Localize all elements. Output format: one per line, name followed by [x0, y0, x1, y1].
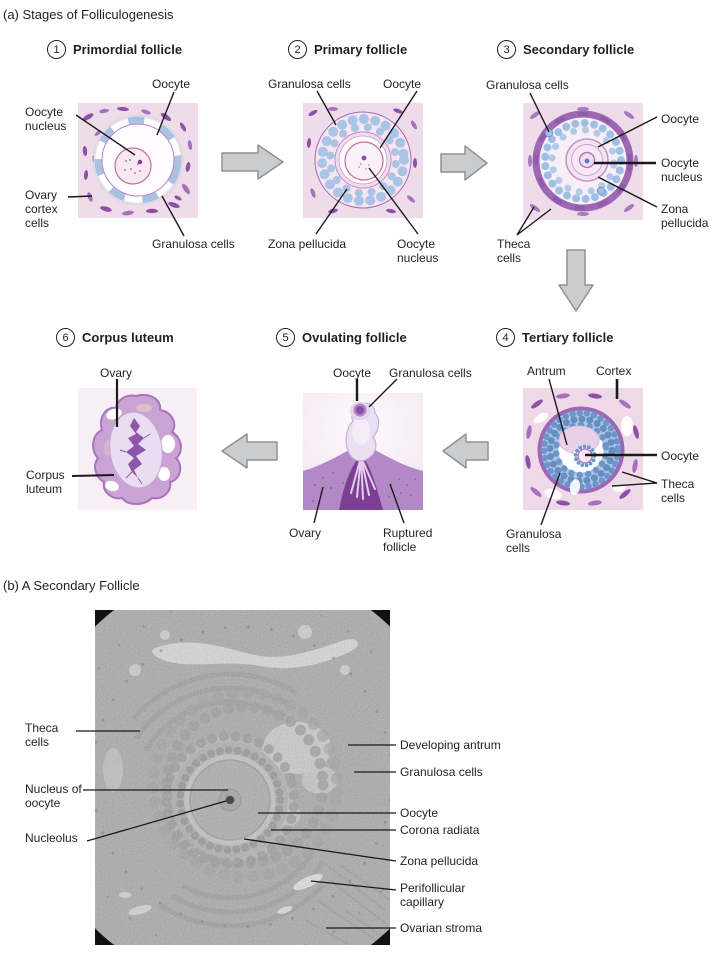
label-b-nucleolus: Nucleolus: [25, 831, 78, 845]
stage-title-tertiary: 4 Tertiary follicle: [496, 328, 614, 347]
arrow-stage4-to-stage5: [442, 433, 489, 469]
arrow-stage1-to-stage2: [221, 144, 284, 180]
label-s6-ovary: Ovary: [100, 366, 133, 380]
label-s3-oocyte: Oocyte: [661, 112, 700, 126]
stage-title-primordial: 1 Primordial follicle: [47, 40, 182, 59]
label-s1-ovary-cortex-cells: Ovary cortex cells: [25, 188, 58, 231]
label-b-theca-cells: Theca cells: [25, 721, 59, 750]
label-s5-ovary: Ovary: [289, 526, 322, 540]
stage-number-5: 5: [276, 328, 295, 347]
label-s1-oocyte-nucleus: Oocyte nucleus: [25, 105, 67, 134]
label-b-perifollicular-capillary: Perifollicular capillary: [400, 881, 466, 910]
ruptured-follicle-shape: [339, 455, 383, 510]
stage-title-text: Primary follicle: [314, 42, 408, 57]
label-s4-cortex: Cortex: [596, 364, 632, 378]
stage-title-text: Primordial follicle: [73, 42, 183, 57]
primordial-follicle-illustration: [78, 103, 198, 218]
oocyte-shape: [344, 141, 384, 181]
ovulating-follicle-illustration: [303, 393, 423, 510]
label-s3-zona-pellucida: Zona pellucida: [661, 202, 709, 231]
stage-number-6: 6: [56, 328, 75, 347]
section-a-heading: (a) Stages of Folliculogenesis: [3, 7, 174, 22]
stage-title-text: Corpus luteum: [82, 330, 174, 345]
stage-title-primary: 2 Primary follicle: [288, 40, 407, 59]
arrow-stage3-to-stage4: [558, 249, 594, 312]
oocyte-shape: [577, 448, 593, 464]
granulosa-cells-ring: [541, 119, 625, 203]
label-b-zona-pellucida: Zona pellucida: [400, 854, 479, 868]
secondary-follicle-micrograph: [95, 610, 390, 945]
label-s6-corpus-luteum: Corpus luteum: [26, 468, 65, 497]
label-s4-antrum: Antrum: [527, 364, 566, 378]
oocyte-nucleus-shape: [114, 147, 152, 185]
granulosa-cells-ring: [317, 114, 409, 206]
label-b-ovarian-stroma: Ovarian stroma: [400, 921, 483, 935]
section-b-heading: (b) A Secondary Follicle: [3, 578, 140, 593]
label-s3-theca-cells: Theca cells: [497, 237, 531, 266]
label-s3-oocyte-nucleus: Oocyte nucleus: [661, 156, 703, 185]
label-s5-granulosa-cells: Granulosa cells: [389, 366, 472, 380]
stage-title-secondary: 3 Secondary follicle: [497, 40, 634, 59]
label-s1-granulosa-cells: Granulosa cells: [152, 237, 235, 251]
label-b-oocyte: Oocyte: [400, 806, 439, 820]
primary-follicle-illustration: [303, 103, 423, 218]
label-s4-granulosa-cells: Granulosa cells: [506, 527, 562, 556]
arrow-stage2-to-stage3: [440, 145, 488, 181]
corpus-luteum-illustration: [78, 388, 197, 510]
oocyte-shape: [356, 406, 364, 414]
stage-title-text: Tertiary follicle: [522, 330, 614, 345]
stage-number-2: 2: [288, 40, 307, 59]
stage-title-ovulating: 5 Ovulating follicle: [276, 328, 407, 347]
label-s2-zona-pellucida: Zona pellucida: [268, 237, 347, 251]
stage-number-4: 4: [496, 328, 515, 347]
secondary-follicle-illustration: [523, 103, 643, 220]
stage-title-corpus-luteum: 6 Corpus luteum: [56, 328, 174, 347]
label-s2-granulosa-cells: Granulosa cells: [268, 77, 351, 91]
label-s2-oocyte-nucleus: Oocyte nucleus: [397, 237, 439, 266]
tertiary-follicle-illustration: [523, 388, 643, 510]
stage-number-3: 3: [497, 40, 516, 59]
oocyte-nucleus-shape: [361, 155, 367, 161]
stage-title-text: Ovulating follicle: [302, 330, 407, 345]
arrow-stage5-to-stage6: [221, 433, 278, 469]
stage-number-1: 1: [47, 40, 66, 59]
stage-title-text: Secondary follicle: [523, 42, 635, 57]
label-s2-oocyte: Oocyte: [383, 77, 422, 91]
label-s1-oocyte: Oocyte: [152, 77, 191, 91]
label-s4-theca-cells: Theca cells: [661, 477, 695, 506]
label-b-nucleus-of-oocyte: Nucleus of oocyte: [25, 782, 82, 811]
label-s5-oocyte: Oocyte: [333, 366, 372, 380]
label-s4-oocyte: Oocyte: [661, 449, 700, 463]
corpus-luteum-shape: [126, 418, 146, 478]
label-s3-granulosa-cells: Granulosa cells: [486, 78, 569, 92]
label-b-granulosa-cells: Granulosa cells: [400, 765, 483, 779]
label-b-corona-radiata: Corona radiata: [400, 823, 480, 837]
granulosa-cells-arcs: [94, 116, 182, 204]
label-s5-ruptured-follicle: Ruptured follicle: [383, 526, 433, 555]
label-b-developing-antrum: Developing antrum: [400, 738, 501, 752]
